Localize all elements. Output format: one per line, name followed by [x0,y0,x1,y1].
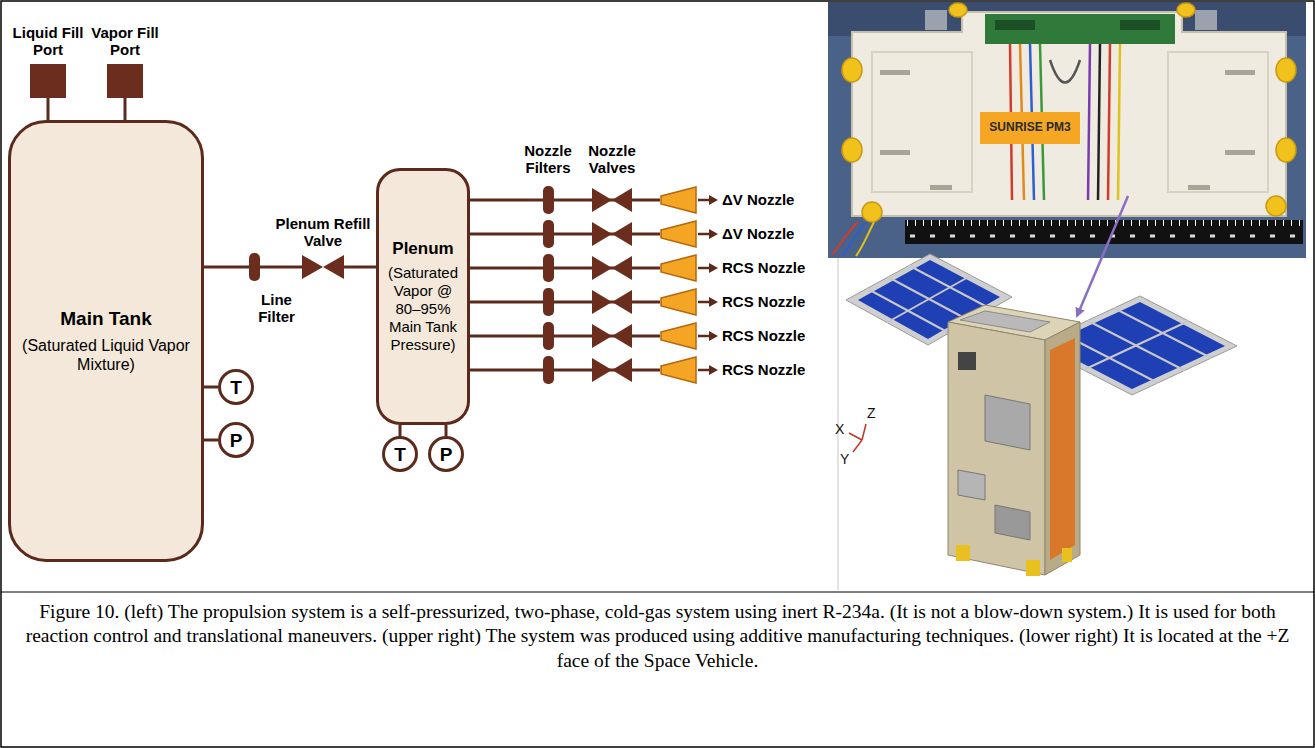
column-heading: Nozzle Valves [577,142,647,177]
valve-half [323,255,344,279]
pipe-line [344,266,376,269]
nozzle-symbol [660,254,718,282]
valve: Plenum Refill Valve [302,255,344,279]
exhaust-arrowhead [709,263,718,273]
pipe-line [399,425,402,436]
nozzle-valves [592,188,632,382]
exhaust-arrowhead [709,195,718,205]
satellite-render [838,196,1237,590]
valve-half [302,255,323,279]
fill-port: Vapor Fill Port [107,64,143,98]
nozzle: RCS Nozzle [660,254,718,282]
node-text: (Saturated Vapor @ 80–95% Main Tank Pres… [383,264,463,354]
column-heading: Nozzle Filters [513,142,583,177]
node-text: ΔV Nozzle [722,225,794,242]
axis-label: X [835,421,847,437]
pipe-line [260,266,302,269]
node-text: Plenum Refill Valve [268,215,378,250]
node-text: P [230,431,243,450]
fill-port: Liquid Fill Port [30,64,66,98]
node-text: T [230,378,242,397]
node-text: P [440,445,453,464]
node-text: RCS Nozzle [722,327,805,344]
nozzle: RCS Nozzle [660,288,718,316]
sensor-circle: P [428,436,464,472]
node-text: Line Filter [249,291,305,326]
pipe-line [445,425,448,436]
pipe-line [204,439,218,442]
nozzle-cone [661,187,696,213]
nozzle-symbol [660,322,718,350]
valve-symbol [302,255,344,279]
exhaust-arrowhead [709,297,718,307]
node-text: Vapor Fill Port [85,24,165,59]
node-text: RCS Nozzle [722,293,805,310]
exhaust-arrowhead [709,331,718,341]
nozzle-filters [543,186,554,384]
nozzle: ΔV Nozzle [660,220,718,248]
exhaust-arrowhead [709,365,718,375]
axis-label: Y [840,451,852,467]
nozzle-symbol [660,288,718,316]
pipe-line [204,386,218,389]
axis-label: Z [867,405,879,421]
nozzle-cone [661,289,696,315]
sensor-circle: T [218,369,254,405]
module-photo [828,2,1306,258]
nozzle-cone [661,357,696,383]
pipe-line [124,98,127,120]
module-tag: SUNRISE PM3 [980,121,1080,135]
nozzle-cone [661,323,696,349]
node-text: RCS Nozzle [722,361,805,378]
nozzle-cone [661,221,696,247]
exhaust-arrowhead [709,229,718,239]
line-filter: Line Filter [249,253,260,281]
node-text: ΔV Nozzle [722,191,794,208]
node-text: T [394,445,406,464]
nozzle-symbol [660,356,718,384]
pipe-line [47,98,50,120]
plenum: Plenum (Saturated Vapor @ 80–95% Main Tan… [376,168,470,425]
node-text: Liquid Fill Port [8,24,88,59]
main-tank: Main Tank (Saturated Liquid Vapor Mixture… [8,120,204,562]
nozzle-symbol [660,186,718,214]
nozzle: ΔV Nozzle [660,186,718,214]
figure-caption: Figure 10. (left) The propulsion system … [12,600,1303,673]
sensor-circle: T [382,436,418,472]
caption-divider [1,592,1314,593]
node-text: (Saturated Liquid Vapor Mixture) [21,336,191,374]
nozzle-symbol [660,220,718,248]
nozzle: RCS Nozzle [660,322,718,350]
sensor-circle: P [218,422,254,458]
node-text: Main Tank [60,308,152,330]
node-text: RCS Nozzle [722,259,805,276]
nozzle-cone [661,255,696,281]
pipe-line [204,266,249,269]
nozzle: RCS Nozzle [660,356,718,384]
node-text: Plenum [392,239,453,259]
